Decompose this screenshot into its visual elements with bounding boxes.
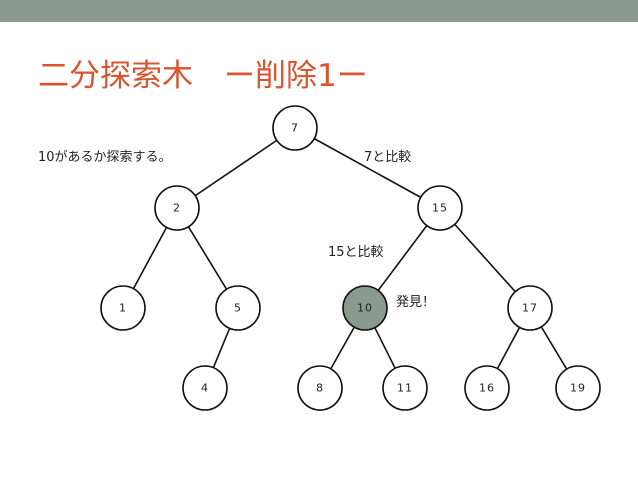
tree-node-label: 19 xyxy=(570,382,586,395)
tree-node-label: 11 xyxy=(397,382,413,395)
tree-edge-n7-n15 xyxy=(294,127,441,209)
tree-node-label: 17 xyxy=(522,302,538,315)
tree-node-2: 2 xyxy=(154,185,200,231)
tree-node-label: 5 xyxy=(234,302,242,315)
tree-node-circle xyxy=(297,365,343,411)
tree-node-7: 7 xyxy=(272,105,318,151)
tree-node-label: 7 xyxy=(291,122,299,135)
tree-node-19: 19 xyxy=(555,365,601,411)
found-note: 発見！ xyxy=(396,295,436,310)
tree-node-label: 2 xyxy=(173,202,181,215)
tree-node-circle xyxy=(100,285,146,331)
tree-node-circle xyxy=(555,365,601,411)
tree-node-17: 17 xyxy=(507,285,553,331)
tree-node-circle xyxy=(182,365,228,411)
tree-node-8: 8 xyxy=(297,365,343,411)
compare-15-note: 15と比較 xyxy=(328,245,384,260)
tree-node-circle xyxy=(154,185,200,231)
tree-node-circle xyxy=(507,285,553,331)
tree-node-label: 15 xyxy=(432,202,448,215)
tree-node-15: 15 xyxy=(417,185,463,231)
tree-node-16: 16 xyxy=(464,365,510,411)
search-note: 10があるか探索する。 xyxy=(38,150,172,165)
tree-node-11: 11 xyxy=(382,365,428,411)
compare-root-note: 7と比較 xyxy=(364,150,412,165)
tree-node-label: 16 xyxy=(479,382,495,395)
tree-node-5: 5 xyxy=(215,285,261,331)
tree-node-circle xyxy=(272,105,318,151)
tree-node-circle xyxy=(215,285,261,331)
slide-title: 二分探索木 ー削除1ー xyxy=(38,58,368,94)
tree-node-circle xyxy=(382,365,428,411)
tree-node-circle xyxy=(464,365,510,411)
tree-node-label: 8 xyxy=(316,382,324,395)
tree-node-label: 10 xyxy=(357,302,373,315)
tree-node-4: 4 xyxy=(182,365,228,411)
tree-node-1: 1 xyxy=(100,285,146,331)
tree-node-label: 1 xyxy=(119,302,127,315)
top-accent-bar xyxy=(0,0,638,22)
tree-node-circle xyxy=(417,185,463,231)
tree-edge-n7-n2 xyxy=(176,127,296,209)
tree-node-10: 10 xyxy=(342,285,388,331)
tree-node-label: 4 xyxy=(201,382,209,395)
tree-node-circle xyxy=(342,285,388,331)
